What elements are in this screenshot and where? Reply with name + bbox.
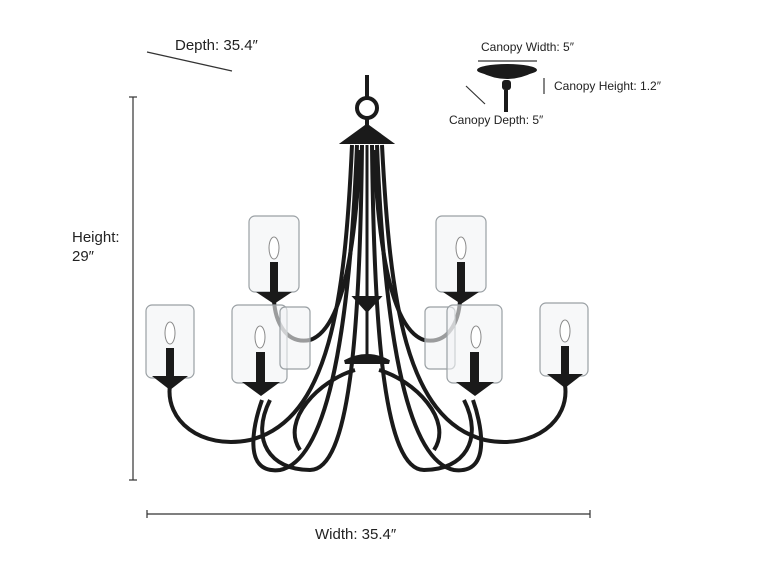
depth-line bbox=[146, 51, 233, 72]
glass-shade bbox=[279, 306, 311, 370]
chandelier-icon bbox=[167, 75, 568, 473]
canopy-depth-line bbox=[465, 85, 486, 105]
width-label: Width: 35.4″ bbox=[315, 526, 397, 543]
depth-label: Depth: 35.4″ bbox=[175, 37, 258, 54]
bulbs bbox=[164, 236, 571, 349]
canopy-depth-label: Canopy Depth: 5″ bbox=[449, 113, 544, 127]
canopy-height-label: Canopy Height: 1.2″ bbox=[554, 79, 661, 93]
height-value: 29″ bbox=[72, 248, 94, 265]
height-label: Height: bbox=[72, 229, 120, 246]
canopy-icon bbox=[477, 64, 537, 112]
candle-sockets bbox=[152, 262, 583, 396]
canopy-width-label: Canopy Width: 5″ bbox=[481, 40, 574, 54]
